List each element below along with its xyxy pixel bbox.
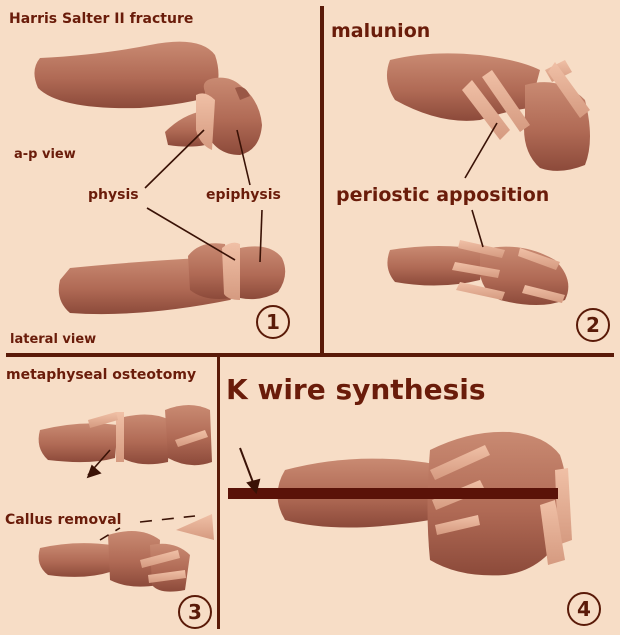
panel3-callus-label: Callus removal <box>5 513 121 527</box>
panel4-number-badge: 4 <box>567 592 601 626</box>
divider-vertical-top <box>320 6 324 356</box>
divider-vertical-bottom <box>217 357 220 629</box>
panel1-ap-bone <box>34 42 262 155</box>
k-wire-bar <box>228 488 558 499</box>
panel4-kwire-bone <box>278 432 573 576</box>
panel3-title: metaphyseal osteotomy <box>6 368 196 382</box>
panel3-number-badge: 3 <box>178 595 212 629</box>
panel1-title: Harris Salter II fracture <box>9 12 193 26</box>
panel1-lateral-view-label: lateral view <box>10 333 96 346</box>
panel2-title: malunion <box>331 22 430 41</box>
panel1-number-badge: 1 <box>256 305 290 339</box>
panel1-physis-label: physis <box>88 188 139 202</box>
panel2-malunion-bone <box>387 53 590 171</box>
panel1-lateral-bone <box>59 243 285 314</box>
divider-horizontal <box>6 353 614 357</box>
panel2-apposition-bone <box>387 240 568 305</box>
panel4-arrow <box>240 448 259 492</box>
panel2-number-badge: 2 <box>576 308 610 342</box>
panel1-ap-view-label: a-p view <box>14 148 76 161</box>
panel1-epiphysis-label: epiphysis <box>206 188 281 202</box>
panel2-periostic-label: periostic apposition <box>336 186 549 205</box>
panel4-title: K wire synthesis <box>226 376 486 404</box>
panel3-osteotomy-bone <box>39 405 212 465</box>
